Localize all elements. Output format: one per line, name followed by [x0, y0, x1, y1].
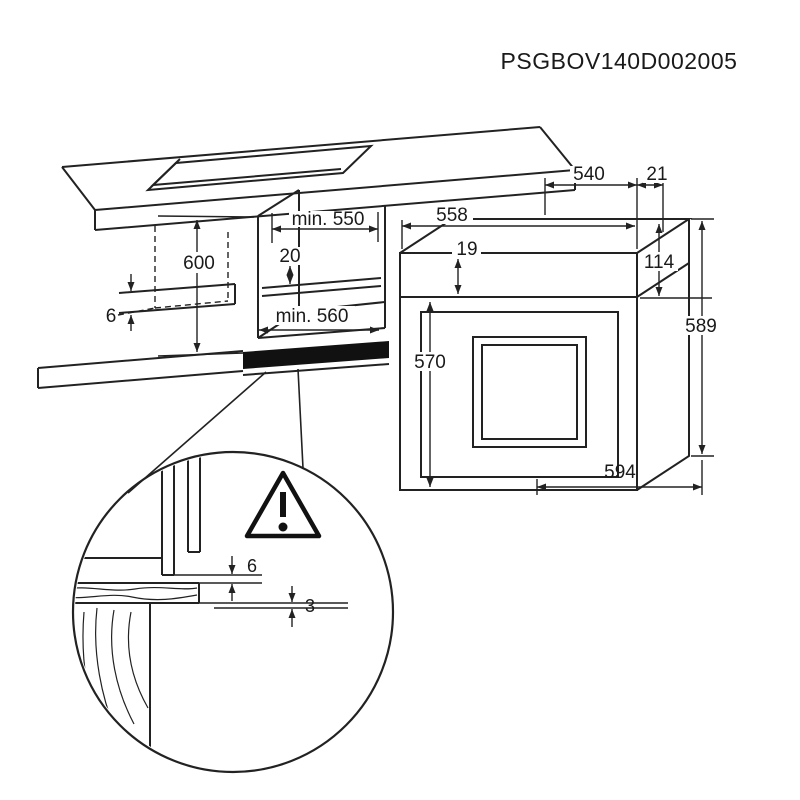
callout-leader-lines [127, 368, 304, 494]
dim-control-panel-height: 114 [644, 252, 675, 273]
hidden-edges [117, 226, 229, 316]
dim-top-inset: 19 [456, 239, 477, 260]
dim-niche-min-width: min. 560 [276, 306, 349, 327]
part-number: PSGBOV140D002005 [501, 48, 738, 74]
wood-board-section [75, 582, 200, 604]
cabinet-panel-right [187, 454, 201, 553]
detail-circle [71, 450, 395, 774]
detail-callout [71, 368, 395, 774]
front-rail-section [118, 283, 236, 314]
dim-detail-upper-gap: 6 [247, 556, 257, 576]
dim-oven-total-height: 589 [685, 316, 717, 337]
dim-front-gap: 6 [106, 306, 117, 327]
dim-door-offset: 21 [646, 164, 667, 185]
warning-triangle-icon [244, 470, 322, 539]
dim-top-clearance: 20 [279, 246, 300, 267]
niche-rails [261, 277, 382, 297]
dimension-lines [127, 178, 714, 495]
base-cabinet-lines [37, 283, 244, 389]
dim-niche-min-depth: min. 550 [292, 209, 365, 230]
dim-oven-total-width: 594 [604, 462, 636, 483]
dim-oven-top-width: 558 [436, 205, 468, 226]
oven-door-window [472, 336, 587, 448]
detail-dimensions [174, 556, 348, 627]
label-backgrounds [177, 166, 720, 371]
plinth-band [242, 341, 390, 376]
dim-oven-front-height: 570 [414, 352, 446, 373]
hob-cutout-thickness [150, 158, 342, 187]
oven-top-face [399, 218, 693, 254]
oven-door [420, 311, 619, 478]
detail-section [75, 454, 201, 752]
dim-niche-height: 600 [183, 253, 215, 274]
countertop [61, 126, 576, 231]
dim-oven-depth: 540 [573, 164, 605, 185]
dim-detail-lower-gap: 3 [305, 596, 315, 616]
oven-control-panel-line [400, 262, 690, 298]
